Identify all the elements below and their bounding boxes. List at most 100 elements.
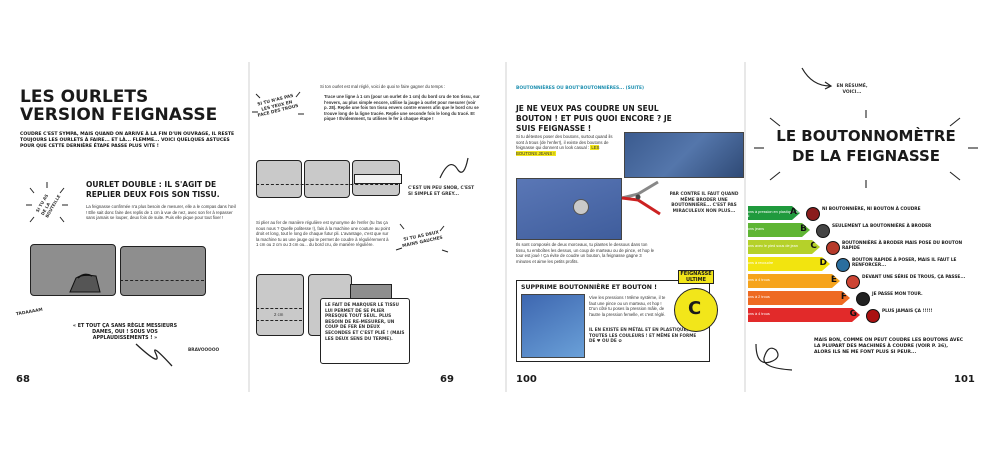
bubble-text: LE FAIT DE MARQUER LE TISSU LUI PERMET D… <box>325 303 405 342</box>
body-text: Ils sont composés de deux morceaux, tu p… <box>516 242 655 264</box>
scale-bar: Boutons à recoudre D <box>748 257 830 271</box>
scale-letter: F <box>840 292 847 302</box>
ultimate-badge: FEIGNASSE ULTIME <box>678 270 714 284</box>
scale-row: Boutons à pression en plastique ou métal… <box>748 206 976 222</box>
page-100: BOUTONNIÈRES OU BOUT'BOUTONNIÈRES... (SU… <box>510 62 746 392</box>
scale-row: Boutons jeans B SEULEMENT LA BOUTONNIÈRE À… <box>748 223 976 239</box>
burst-lines-decoration <box>754 110 978 188</box>
button-sample-icon <box>806 207 820 221</box>
button-sample-icon <box>846 275 860 289</box>
intro-text-body: Si tu détestes poser des boutons, surtou… <box>516 134 613 151</box>
hem-seam <box>120 280 204 281</box>
page-gutter <box>505 62 507 392</box>
subhead: OURLET DOUBLE : IL S'AGIT DE REPLIER DEU… <box>86 180 220 199</box>
button-sample-icon <box>866 309 880 323</box>
snap-pliers-photo <box>521 294 585 358</box>
scale-letter: D <box>819 258 827 268</box>
scale-bar: Boutons à 2 trous F <box>748 291 850 305</box>
scale-caption: SEULEMENT LA BOUTONNIÈRE À BRODER <box>832 224 932 229</box>
fabric-illustration-right <box>120 246 206 296</box>
page-number: 69 <box>440 374 454 385</box>
ultimate-badge-circle: C <box>674 288 718 332</box>
burst-lines-decoration <box>395 223 449 253</box>
fabric-step-1 <box>256 160 302 198</box>
scale-caption: DEVANT UNE SÉRIE DE TROUS, ÇA PASSE... <box>862 275 966 280</box>
scale-bar-label: Boutons à 4 trous <box>748 278 770 282</box>
scale-row: Boutons avec le pied sous de jean C BOUTON… <box>748 240 976 256</box>
tip-box-text: Vive les pressions ! Même système, il te… <box>589 295 666 317</box>
folded-edge <box>354 174 402 184</box>
button-scale: Boutons à pression en plastique ou métal… <box>748 206 976 346</box>
page-title-line2: DE LA FEIGNASSE <box>791 147 941 165</box>
page-title-line1: LE BOUTONNOMÈTRE <box>776 127 956 145</box>
badge-letter: C <box>688 298 702 319</box>
scale-caption: JE PASSE MON TOUR. <box>872 292 923 297</box>
fabric-step-2 <box>304 160 350 198</box>
body-text: Si plier au fer de manière régulière est… <box>256 220 391 248</box>
sound-effect-tadaam: TADAAAAM <box>15 307 44 318</box>
scale-bar-label: Boutons à recoudre <box>748 261 774 265</box>
page-number: 100 <box>516 374 537 385</box>
page-101: EN RÉSUMÉ, VOICI... LE BOUTONNOMÈTRE DE … <box>748 62 984 392</box>
tip-box-title: SUPPRIME BOUTONNIÈRE ET BOUTON ! <box>521 284 657 291</box>
denim-photo <box>624 132 744 178</box>
scale-caption: BOUTON RAPIDE À POSER, MAIS IL FAUT LE R… <box>852 258 957 269</box>
tip-box-note: IL EN EXISTE EN MÉTAL ET EN PLASTIQUE, D… <box>589 327 697 344</box>
scale-bar: Boutons jeans B <box>748 223 810 237</box>
bottom-note: MAIS BON, COMME ON PEUT COUDRE LES BOUTO… <box>814 338 964 355</box>
side-note: PAR CONTRE IL FAUT QUAND MÊME BRODER UNE… <box>669 192 739 214</box>
button-sample-icon <box>826 241 840 255</box>
page-title-line2: VERSION FEIGNASSE <box>20 105 218 125</box>
measure-label: 2 cm <box>274 312 284 317</box>
burst-lines-decoration <box>26 182 68 223</box>
scale-letter: B <box>800 224 807 234</box>
scale-bar: Boutons à 4 trous E <box>748 274 840 288</box>
scale-bar: Boutons à pression en plastique ou métal… <box>748 206 800 220</box>
fold-line <box>256 184 398 185</box>
scale-row: Boutons à 4 trous E DEVANT UNE SÉRIE DE TR… <box>748 274 976 290</box>
page-69: SI TU N'AS PAS LES YEUX EN FACE DES TROU… <box>250 62 486 392</box>
note-top: EN RÉSUMÉ, VOICI... <box>836 84 868 95</box>
jeans-button-photo <box>516 178 622 240</box>
jeans-button <box>573 199 589 215</box>
pull-quote: « ET TOUT ÇA SANS RÈGLE MESSIEURS DAMES,… <box>72 324 178 342</box>
scale-caption: PLUS JAMAIS ÇA !!!!! <box>882 309 933 314</box>
intro-text: Si ton ourlet est mal réglé, voici de qu… <box>320 84 446 89</box>
sound-effect-bravo: BRAVOOOOO <box>188 348 220 353</box>
scale-bar-label: Boutons à 4 trous <box>748 312 770 316</box>
marked-line-2 <box>256 320 302 321</box>
scale-letter: A <box>790 207 797 217</box>
marked-line-1 <box>256 308 302 309</box>
scale-row: Boutons à 2 trous F JE PASSE MON TOUR. <box>748 291 976 307</box>
section-title: JE NE VEUX PAS COUDRE UN SEUL BOUTON ! E… <box>516 104 672 133</box>
arrow-decoration <box>801 67 833 90</box>
pliers-icon <box>621 180 661 216</box>
page-68: LES OURLETS VERSION FEIGNASSE COUDRE C'E… <box>12 62 248 392</box>
page-title-line1: LES OURLETS <box>20 87 149 107</box>
scale-bar: Boutons avec le pied sous de jean C <box>748 240 820 254</box>
intro-text: COUDRE C'EST SYMPA, MAIS QUAND ON ARRIVE… <box>20 132 235 149</box>
scale-caption: BOUTONNIÈRE À BRODER MAIS POSE DU BOUTON… <box>842 241 963 252</box>
fabric-marked-1 <box>256 274 304 336</box>
scale-caption: NI BOUTONNIÈRE, NI BOUTON À COUDRE <box>822 207 921 212</box>
page-header: BOUTONNIÈRES OU BOUT'BOUTONNIÈRES... (SU… <box>516 86 645 91</box>
swirl-decoration <box>755 343 793 371</box>
page-number: 68 <box>16 374 30 385</box>
page-number: 101 <box>954 374 975 385</box>
swirl-decoration <box>135 343 173 367</box>
iron-icon <box>69 273 101 293</box>
page-gutter <box>248 62 250 392</box>
scale-row: Boutons à recoudre D BOUTON RAPIDE À POSER… <box>748 257 976 273</box>
scale-bar-label: Boutons à 2 trous <box>748 295 770 299</box>
scale-bar-label: Boutons jeans <box>748 227 765 231</box>
swirl-decoration <box>439 157 469 179</box>
burst-lines-decoration <box>252 91 304 115</box>
scale-bar-label: Boutons avec le pied sous de jean <box>748 244 798 248</box>
scale-letter: C <box>810 241 817 251</box>
instructions-list: Trace une ligne à 1 cm (pour un ourlet d… <box>324 94 480 122</box>
intro-text: Si tu détestes poser des boutons, surtou… <box>516 134 620 156</box>
scale-letter: E <box>830 275 837 285</box>
scale-bar-label: Boutons à pression en plastique ou métal <box>748 210 800 214</box>
